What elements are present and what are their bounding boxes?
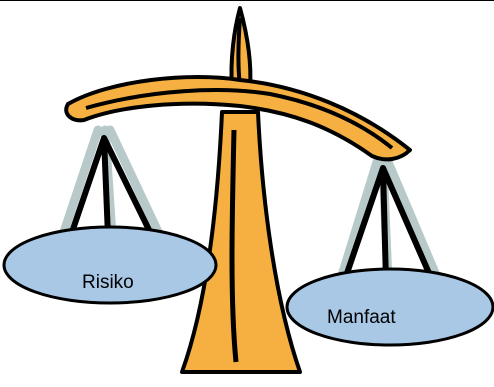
- stand-inner-line: [229, 129, 239, 363]
- right-pan-chains: [341, 165, 435, 285]
- finial-inner-line: [236, 17, 242, 87]
- left-pan-label: Risiko: [82, 272, 134, 293]
- scale-beam: [64, 75, 412, 162]
- scale-top-finial: [229, 6, 253, 90]
- left-pan-chains: [67, 135, 155, 241]
- beam-inner-line: [85, 88, 394, 150]
- top-border-line: [0, 0, 494, 1]
- right-pan-label: Manfaat: [327, 307, 396, 328]
- scale-center-stand: [180, 110, 302, 374]
- left-pan: [2, 225, 218, 305]
- right-pan: [285, 267, 494, 347]
